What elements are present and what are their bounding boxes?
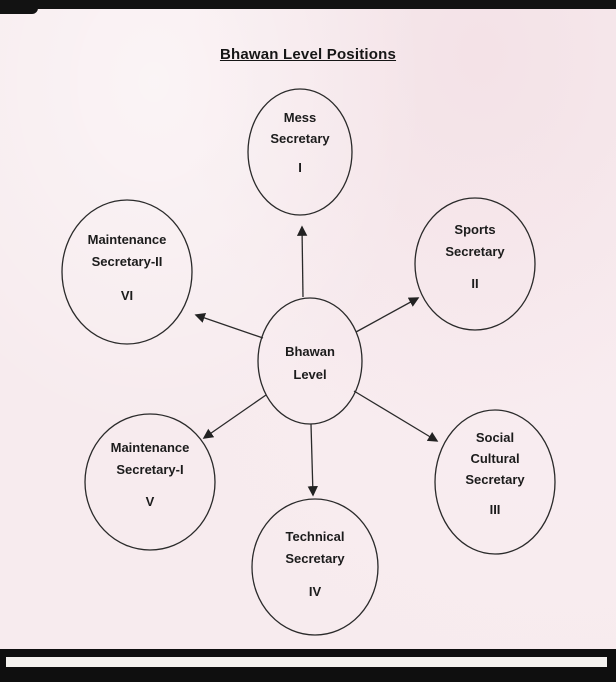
diagram-title: Bhawan Level Positions	[219, 46, 397, 63]
social-cultural-numeral: III	[490, 502, 501, 517]
scan-artifact-bottom-band	[0, 649, 616, 682]
node-mess-secretary-ellipse	[247, 88, 353, 216]
scan-artifact-bottom-strip	[6, 657, 607, 667]
node-maintenance-secretary-2-ellipse	[61, 199, 193, 345]
technical-secretary-label-line2: Secretary	[285, 551, 345, 566]
center-label-line2: Level	[293, 367, 326, 382]
node-social-cultural-secretary-ellipse	[434, 409, 556, 555]
sports-secretary-label-line1: Sports	[454, 222, 495, 237]
social-cultural-label-line3: Secretary	[465, 472, 525, 487]
node-technical-secretary-ellipse	[251, 498, 379, 636]
social-cultural-label-line2: Cultural	[470, 451, 519, 466]
arrow-center-to-maintenance-2	[194, 312, 264, 339]
arrow-center-to-sports	[355, 297, 420, 333]
node-center-ellipse	[257, 297, 363, 425]
center-label-line1: Bhawan	[285, 344, 335, 359]
arrow-center-to-social-cultural	[353, 390, 439, 442]
technical-secretary-label-line1: Technical	[285, 529, 344, 544]
maintenance-2-numeral: VI	[121, 288, 133, 303]
technical-secretary-numeral: IV	[309, 584, 322, 599]
maintenance-2-label-line2: Secretary-II	[92, 254, 163, 269]
arrow-center-to-mess	[296, 225, 308, 298]
maintenance-1-label-line1: Maintenance	[111, 440, 190, 455]
social-cultural-label-line1: Social	[476, 430, 514, 445]
mess-secretary-numeral: I	[298, 160, 302, 175]
maintenance-1-label-line2: Secretary-I	[116, 462, 183, 477]
mess-secretary-label-line2: Secretary	[270, 131, 330, 146]
maintenance-1-numeral: V	[146, 494, 155, 509]
maintenance-2-label-line1: Maintenance	[88, 232, 167, 247]
scan-artifact-top-bar	[0, 0, 616, 9]
node-maintenance-secretary-1-ellipse	[84, 413, 216, 551]
scan-artifact-corner	[0, 0, 38, 14]
sports-secretary-label-line2: Secretary	[445, 244, 505, 259]
arrow-center-to-maintenance-1	[202, 394, 267, 439]
arrow-center-to-technical	[307, 423, 318, 497]
node-sports-secretary-ellipse	[414, 197, 536, 331]
mess-secretary-label-line1: Mess	[284, 110, 317, 125]
sports-secretary-numeral: II	[471, 276, 478, 291]
